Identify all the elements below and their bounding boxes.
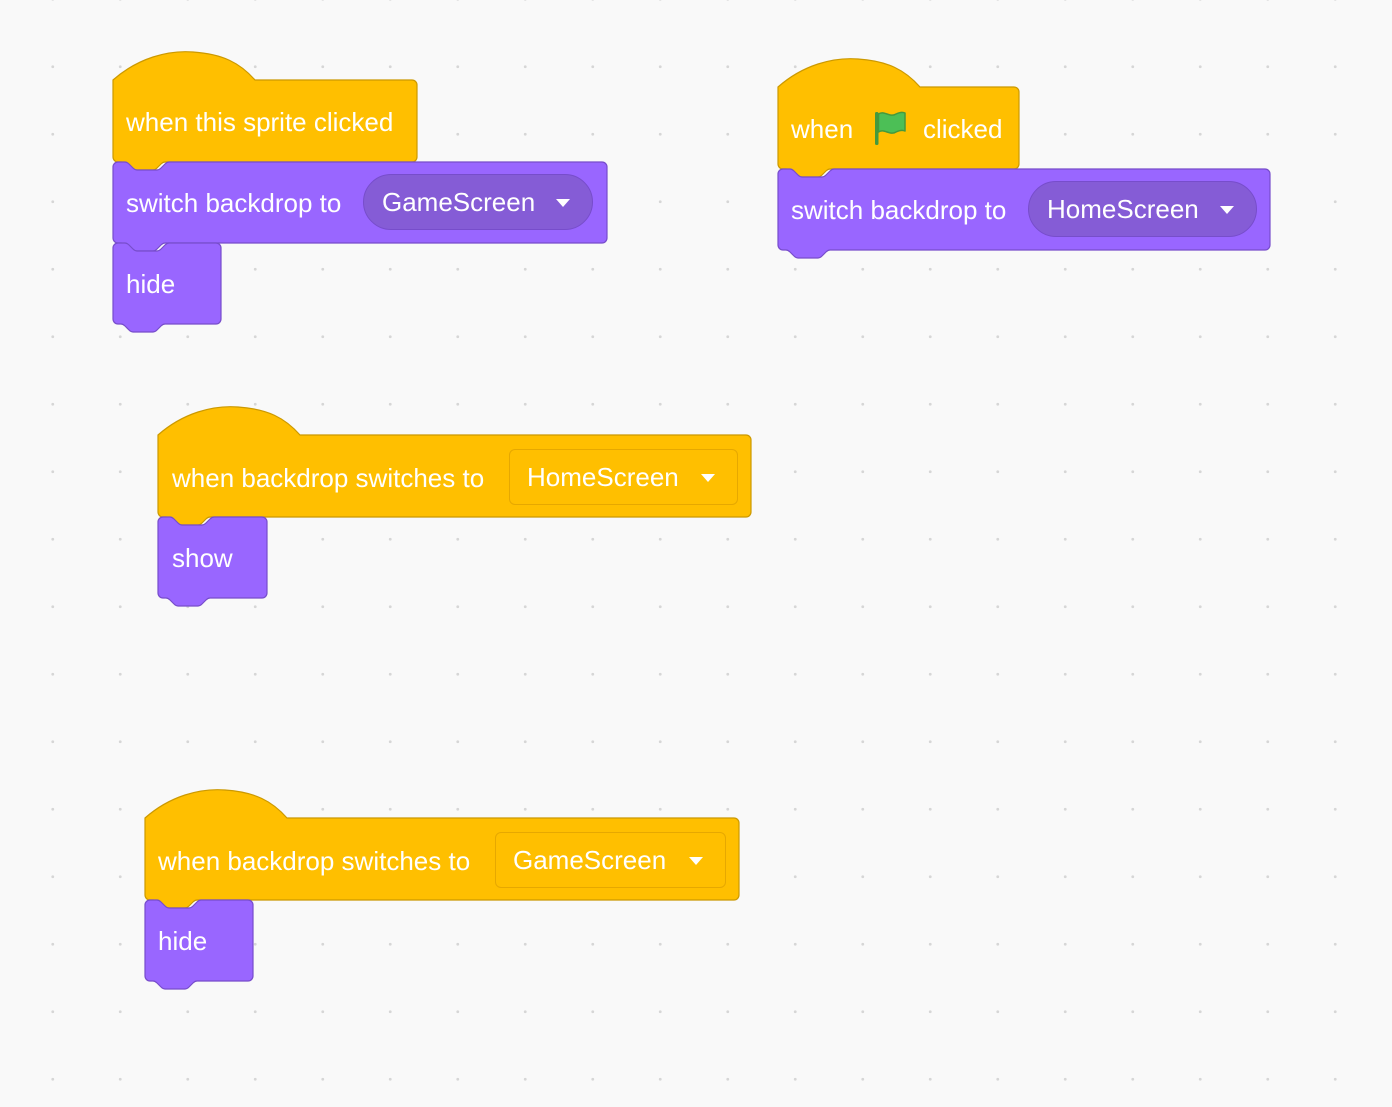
hat-label: when this sprite clicked [126, 107, 394, 137]
hat-label-clicked: clicked [923, 114, 1003, 144]
dropdown-value: GameScreen [382, 186, 536, 217]
chevron-down-icon [1220, 206, 1234, 214]
hide-block[interactable]: hide [144, 899, 254, 990]
stack-block-shape [144, 899, 254, 990]
hat-label: when backdrop switches to [172, 463, 485, 493]
hide-block[interactable]: hide [112, 242, 222, 333]
hat-label: when backdrop switches to [158, 846, 471, 876]
switch-backdrop-block[interactable]: switch backdrop to HomeScreen [777, 168, 1271, 259]
stack-block-shape [157, 516, 268, 607]
chevron-down-icon [701, 474, 715, 482]
block-label: hide [158, 926, 208, 956]
when-flag-clicked-hat-block[interactable]: when clicked [777, 58, 1020, 178]
block-label: show [172, 543, 233, 573]
block-outline [112, 242, 222, 333]
backdrop-dropdown[interactable]: GameScreen [495, 832, 726, 888]
block-label: hide [126, 269, 176, 299]
block-label: switch backdrop to [791, 195, 1007, 225]
when-sprite-clicked-hat-block[interactable]: when this sprite clicked [112, 51, 418, 171]
backdrop-dropdown[interactable]: HomeScreen [1028, 181, 1257, 237]
green-flag-icon [875, 111, 906, 145]
chevron-down-icon [689, 857, 703, 865]
dropdown-value: HomeScreen [1047, 193, 1199, 224]
stack-block-shape [112, 242, 222, 333]
backdrop-dropdown[interactable]: GameScreen [363, 174, 593, 230]
show-block[interactable]: show [157, 516, 268, 607]
when-backdrop-switches-hat-block[interactable]: when backdrop switches to HomeScreen [157, 406, 752, 526]
chevron-down-icon [556, 199, 570, 207]
block-outline [157, 516, 268, 607]
block-outline [144, 899, 254, 990]
backdrop-dropdown[interactable]: HomeScreen [509, 449, 738, 505]
dropdown-value: HomeScreen [527, 461, 679, 492]
when-backdrop-switches-hat-block[interactable]: when backdrop switches to GameScreen [144, 789, 740, 909]
hat-label-when: when [791, 114, 854, 144]
dropdown-value: GameScreen [513, 844, 667, 875]
block-label: switch backdrop to [126, 188, 342, 218]
switch-backdrop-block[interactable]: switch backdrop to GameScreen [112, 161, 608, 252]
